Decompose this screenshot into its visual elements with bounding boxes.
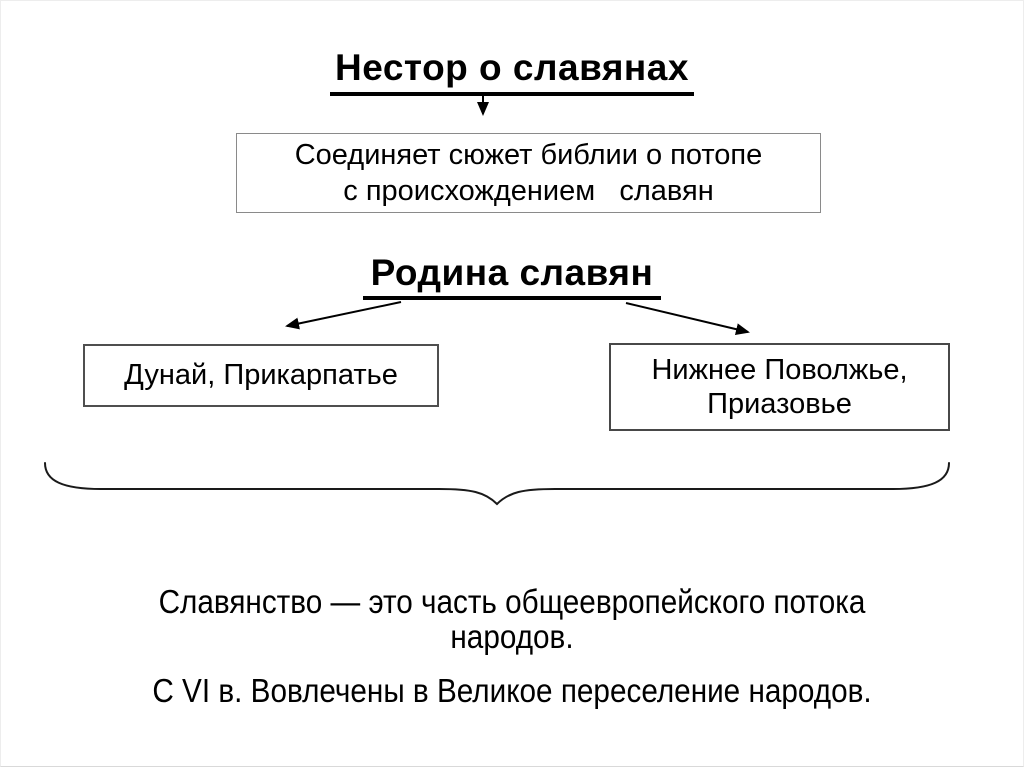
down-arrow-icon: [477, 95, 489, 116]
right-arrow-icon: [625, 302, 750, 336]
conclusion-line2: народов.: [450, 618, 574, 655]
page-title-wrap: Нестор о славянах: [1, 47, 1023, 96]
homeland-heading-wrap: Родина славян: [1, 252, 1023, 300]
right-box-line1: Нижнее Поволжье,: [651, 354, 908, 386]
migration-text: С VI в. Вовлечены в Великое переселение …: [152, 672, 872, 709]
left-arrow-icon: [285, 301, 402, 330]
intro-box-line2: с происхождением славян: [343, 175, 714, 207]
migration-text-wrap: С VI в. Вовлечены в Великое переселение …: [1, 673, 1023, 708]
right-box-line2: Приазовье: [707, 388, 852, 420]
left-box-label: Дунай, Прикарпатье: [124, 359, 398, 391]
conclusion-line1: Славянство — это часть общеевропейского …: [158, 583, 866, 620]
page-title: Нестор о славянах: [330, 47, 694, 96]
brace-icon: [44, 462, 950, 506]
right-box: Нижнее Поволжье, Приазовье: [609, 343, 950, 431]
intro-box-line1: Соединяет сюжет библии о потопе: [294, 139, 763, 171]
intro-box: Соединяет сюжет библии о потопе с происх…: [236, 133, 821, 213]
split-arrows: [285, 301, 750, 336]
conclusion-text: Славянство — это часть общеевропейского …: [1, 584, 1023, 654]
homeland-heading: Родина славян: [362, 252, 662, 300]
left-box: Дунай, Прикарпатье: [83, 344, 439, 407]
